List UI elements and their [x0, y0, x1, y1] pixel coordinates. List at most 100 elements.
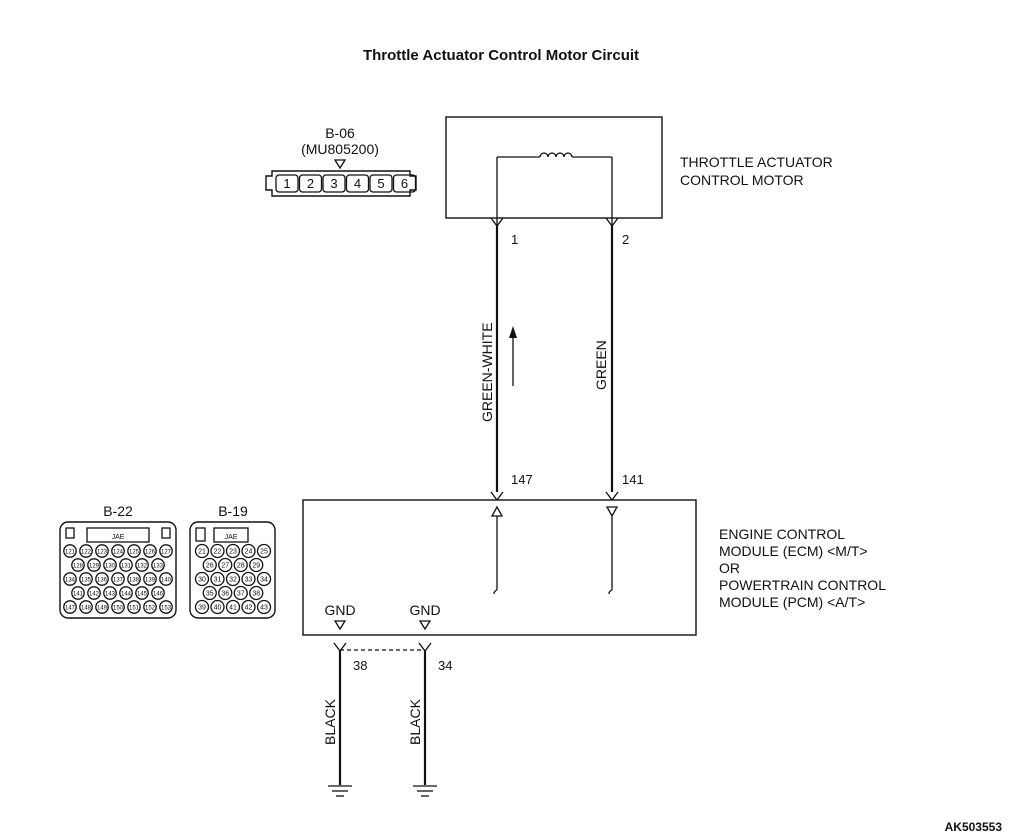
connector-b22-pin-123 — [95, 544, 109, 558]
connector-b19-pin-31 — [210, 571, 225, 587]
connector-b19-pin-label: 27 — [221, 562, 229, 569]
connector-b22-name: B-22 — [103, 503, 133, 519]
connector-b19-pin-39 — [194, 599, 210, 615]
connector-b22-pin-124 — [111, 544, 125, 558]
connector-b19-pin-37 — [233, 585, 248, 601]
ecm-name-line1: ENGINE CONTROL — [719, 526, 845, 542]
connector-b19-pin-label: 35 — [206, 590, 214, 597]
connector-b19-pin-label: 38 — [252, 590, 260, 597]
connector-b19-pin-label: 36 — [221, 590, 229, 597]
connector-b22-pin-130 — [103, 558, 117, 572]
wire-label-green-white: GREEN-WHITE — [479, 322, 495, 422]
connector-b22-pin-label: 121 — [65, 549, 76, 555]
ecm-gnd-label-left: GND — [324, 602, 355, 618]
connector-b22-pin-label: 133 — [153, 563, 164, 569]
connector-b22-pin-150 — [111, 600, 125, 614]
ecm-name-line3: OR — [719, 560, 740, 576]
connector-b22-pin-label: 138 — [129, 577, 140, 583]
connector-b19-pin-28 — [233, 557, 248, 573]
gnd-pin-38: 38 — [353, 658, 367, 673]
connector-b22-pin-label: 128 — [73, 563, 84, 569]
connector-b19-pin-35 — [202, 585, 217, 601]
connector-b22-pin-label: 145 — [137, 591, 148, 597]
connector-b22-pin-label: 124 — [113, 549, 124, 555]
connector-b06-pin-label: 6 — [401, 176, 408, 191]
connector-b22-pin-label: 130 — [105, 563, 116, 569]
motor-coil-icon — [539, 152, 573, 158]
connector-b22-pin-129 — [87, 558, 101, 572]
connector-b22-pin-131 — [119, 558, 133, 572]
connector-b22-pin-152 — [143, 600, 157, 614]
connector-b19-pin-25 — [256, 543, 272, 559]
connector-b19-pin-label: 21 — [198, 548, 206, 555]
connector-b22-pin-141 — [71, 586, 85, 600]
connector-b19-latch — [195, 527, 206, 542]
ground-symbol-left-icon — [328, 785, 352, 797]
connector-b06-pin-5 — [369, 174, 393, 193]
connector-b22-pin-label: 134 — [65, 577, 76, 583]
connector-b19-pin-24 — [241, 543, 256, 559]
connector-b06-marker-icon — [333, 159, 347, 170]
connector-b22-pin-label: 153 — [161, 605, 172, 611]
connector-b06-pin-2 — [298, 174, 323, 193]
ecm-box — [302, 499, 697, 636]
connector-b22-pin-label: 131 — [121, 563, 132, 569]
connector-b19-pin-label: 28 — [237, 562, 245, 569]
connector-b06-name: B-06 — [325, 125, 355, 141]
connector-b22-pin-label: 141 — [73, 591, 84, 597]
ecm-name-line5: MODULE (PCM) <A/T> — [719, 594, 865, 610]
connector-b06-pin-3 — [322, 174, 346, 193]
diagram-title: Throttle Actuator Control Motor Circuit — [363, 47, 639, 64]
connector-b19-pin-42 — [241, 599, 256, 615]
connector-b19-pin-29 — [249, 557, 264, 573]
connector-b22-pin-136 — [95, 572, 109, 586]
connector-b22-pin-128 — [71, 558, 85, 572]
connector-b22-pin-127 — [159, 544, 173, 558]
connector-b19-pin-label: 40 — [214, 604, 222, 611]
connector-b22-pin-label: 125 — [129, 549, 140, 555]
connector-b22-pin-label: 126 — [145, 549, 156, 555]
wire-label-black-34: BLACK — [407, 698, 423, 745]
ecm-gnd-label-right: GND — [409, 602, 440, 618]
connector-b19-pin-22 — [210, 543, 225, 559]
connector-b22-pin-label: 148 — [81, 605, 92, 611]
connector-b06-pin-label: 3 — [330, 176, 337, 191]
connector-b22-pin-146 — [151, 586, 165, 600]
connector-b22-latch-right — [161, 527, 171, 539]
wire-label-green: GREEN — [593, 340, 609, 390]
connector-b19-name: B-19 — [218, 503, 248, 519]
connector-b22-pin-149 — [95, 600, 109, 614]
connector-b22-pin-153 — [159, 600, 173, 614]
ecm-gnd-left-icon — [333, 620, 347, 631]
connector-b22-pin-125 — [127, 544, 141, 558]
motor-name-line1: THROTTLE ACTUATOR — [680, 154, 833, 170]
connector-b19-pin-30 — [194, 571, 210, 587]
connector-b06-pin-label: 4 — [354, 176, 361, 191]
connector-b06-pin-label: 5 — [377, 176, 384, 191]
ecm-internal-hook-147 — [493, 589, 498, 595]
connector-b22-pin-label: 122 — [81, 549, 92, 555]
connector-b19-pin-label: 43 — [260, 604, 268, 611]
connector-b22-pin-139 — [143, 572, 157, 586]
connector-b22-pin-137 — [111, 572, 125, 586]
connector-b06-pin-label: 1 — [283, 176, 290, 191]
connector-b19-pin-27 — [218, 557, 233, 573]
drawing-code: AK503553 — [945, 820, 1003, 834]
connector-b19-pin-label: 26 — [206, 562, 214, 569]
connector-b19-body — [189, 521, 276, 619]
connector-b19-pin-label: 30 — [198, 576, 206, 583]
connector-b19-pin-label: 42 — [245, 604, 253, 611]
connector-b22-maker-box — [86, 527, 150, 543]
connector-b19-pin-32 — [225, 571, 241, 587]
ecm-name-line2: MODULE (ECM) <M/T> — [719, 543, 868, 559]
connector-b19-pin-label: 23 — [229, 548, 237, 555]
connector-b19-pin-36 — [218, 585, 233, 601]
connector-b22-pin-label: 150 — [113, 605, 124, 611]
ecm-pin-147: 147 — [511, 472, 533, 487]
connector-b19-pin-label: 37 — [237, 590, 245, 597]
gnd-pin-34: 34 — [438, 658, 452, 673]
connector-b22-pin-121 — [63, 544, 77, 558]
